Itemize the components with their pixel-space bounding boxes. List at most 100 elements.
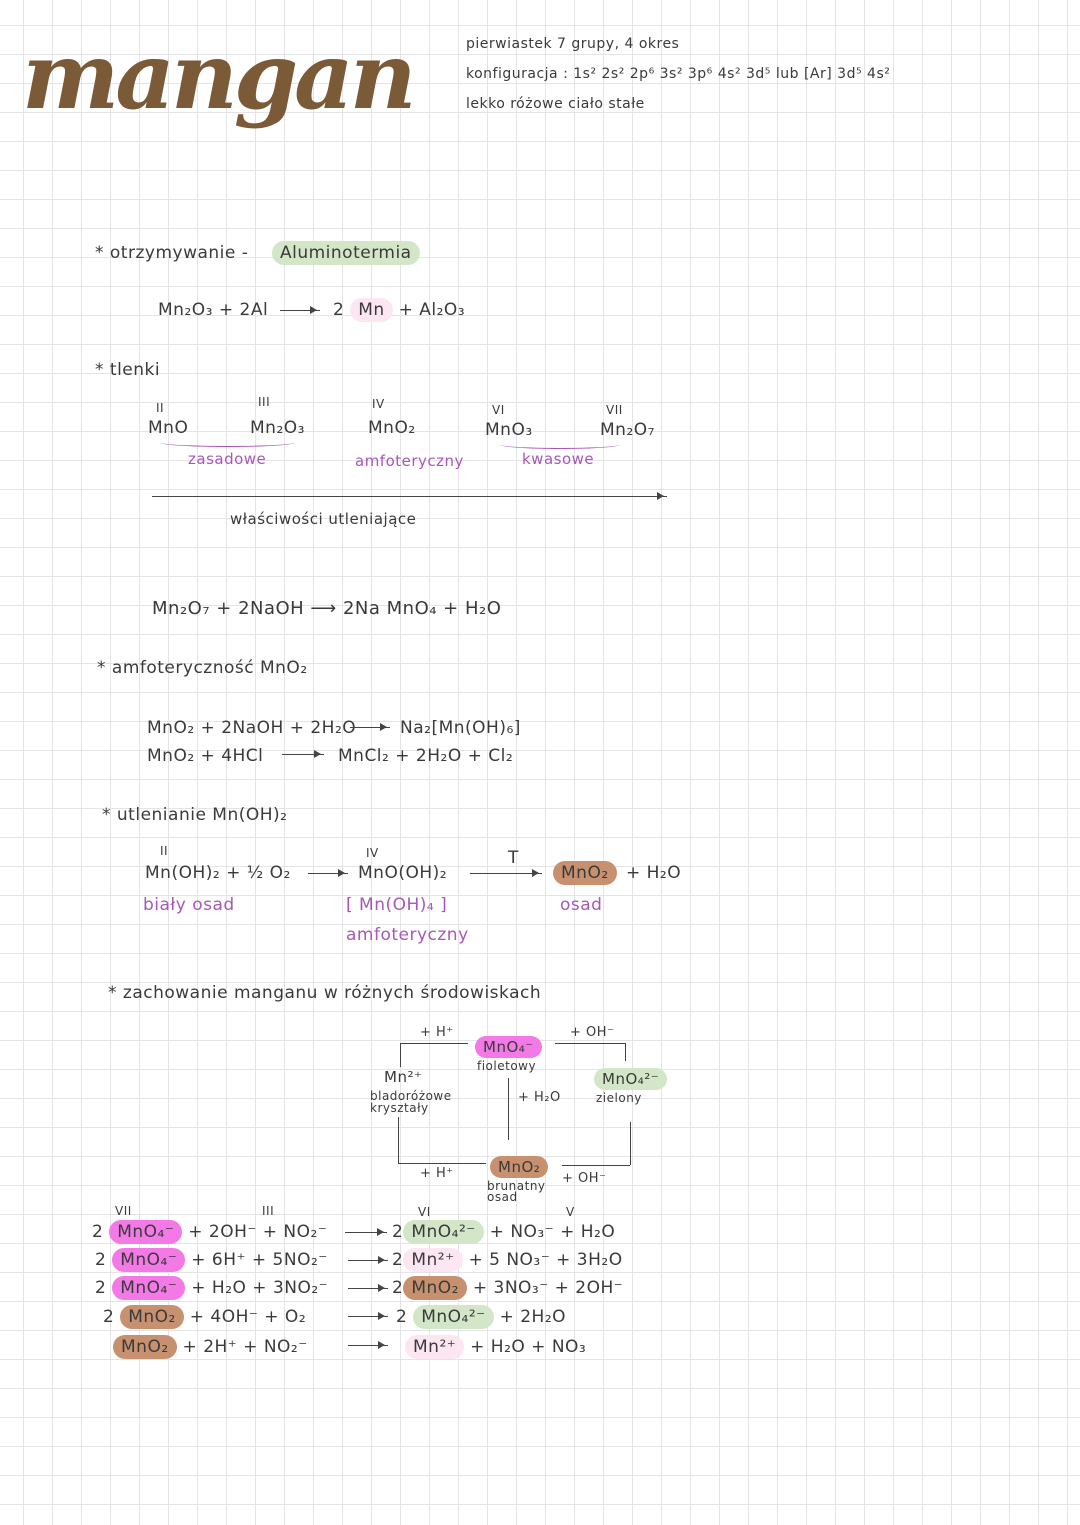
oxidation-state: VI <box>492 403 505 417</box>
arrow-icon <box>348 1256 388 1264</box>
equation: Mn₂O₇ + 2NaOH ⟶ 2Na MnO₄ + H₂O <box>152 598 502 619</box>
color-label: bladoróżowe kryształy <box>370 1089 452 1115</box>
line <box>555 1043 625 1044</box>
rest: + NO₃⁻ + H₂O <box>489 1222 616 1242</box>
brace <box>160 438 295 447</box>
oxidation-state: III <box>258 395 271 409</box>
temperature-label: T <box>508 848 519 868</box>
color-label: zielony <box>596 1091 642 1105</box>
arrow-icon <box>280 306 320 314</box>
reagent-label: + H⁺ <box>420 1166 454 1181</box>
mn2-label: Mn²⁺ <box>384 1068 423 1086</box>
reactant: Mn(OH)₂ + ½ O₂ <box>145 863 291 883</box>
line <box>508 1078 509 1140</box>
rest: + H₂O + NO₃ <box>470 1337 587 1357</box>
line <box>398 1117 399 1163</box>
note: osad <box>560 895 603 915</box>
label-zasadowe: zasadowe <box>188 450 267 468</box>
rest: + 3NO₃⁻ + 2OH⁻ <box>472 1278 624 1298</box>
reaction-right: Mn²⁺ + H₂O + NO₃ <box>405 1335 587 1359</box>
oxide: Mn₂O₇ <box>600 420 655 440</box>
rest: + 2H⁺ + NO₂⁻ <box>182 1337 308 1357</box>
section-heading: * utlenianie Mn(OH)₂ <box>102 805 288 825</box>
reactant-highlight: MnO₄⁻ <box>112 1248 186 1272</box>
arrow-icon <box>348 1341 388 1349</box>
intermediate: MnO(OH)₂ <box>358 863 448 883</box>
equation-left: MnO₂ + 4HCl <box>147 746 264 766</box>
oxide: MnO₂ <box>368 418 416 438</box>
coef: 2 <box>392 1250 404 1270</box>
reactant-highlight: MnO₄⁻ <box>109 1220 183 1244</box>
reaction-left: MnO₂ + 2H⁺ + NO₂⁻ <box>113 1335 308 1359</box>
oxidation-state: II <box>156 401 165 415</box>
rest: + H₂O + 3NO₂⁻ <box>191 1278 329 1298</box>
mn-highlight: Mn <box>350 298 393 322</box>
product-highlight: Mn²⁺ <box>405 1335 465 1359</box>
coef: 2 <box>396 1307 408 1327</box>
reagent-label: + H⁺ <box>420 1025 454 1040</box>
reagent-label: + H₂O <box>518 1090 561 1105</box>
color-label: brunatny osad <box>487 1179 546 1204</box>
section-heading: * otrzymywanie - <box>95 243 249 263</box>
equation-left: MnO₂ + 2NaOH + 2H₂O <box>147 718 357 738</box>
arrow-icon <box>348 1312 388 1320</box>
label-kwasowe: kwasowe <box>522 450 595 468</box>
reagent-label: + OH⁻ <box>562 1171 607 1186</box>
reaction-left: 2 MnO₄⁻ + 2OH⁻ + NO₂⁻ <box>92 1220 328 1244</box>
oxide: MnO₃ <box>485 420 533 440</box>
permanganate-highlight: MnO₄⁻ <box>475 1036 542 1058</box>
info-line: lekko różowe ciało stałe <box>466 96 645 112</box>
coef: 2 <box>103 1307 115 1327</box>
rest: + 6H⁺ + 5NO₂⁻ <box>191 1250 328 1270</box>
manganate-highlight: MnO₄²⁻ <box>594 1068 668 1090</box>
oxidation-state: IV <box>372 397 385 411</box>
reaction-right: 2 MnO₄²⁻ + 2H₂O <box>396 1305 566 1329</box>
coef: 2 <box>95 1278 107 1298</box>
arrow-icon <box>152 492 667 500</box>
oxidation-state: VI <box>418 1205 431 1219</box>
oxidation-state: V <box>566 1205 575 1219</box>
label-amfoteryczny: amfoteryczny <box>355 452 464 470</box>
section-heading: * zachowanie manganu w różnych środowisk… <box>108 983 542 1003</box>
coef: 2 <box>392 1278 404 1298</box>
note: amfoteryczny <box>346 925 469 945</box>
equation-right: 2 Mn + Al₂O₃ <box>333 298 466 322</box>
reactant-highlight: MnO₄⁻ <box>112 1276 186 1300</box>
method-label: Aluminotermia <box>272 241 420 265</box>
line <box>630 1122 631 1165</box>
reactant-highlight: MnO₂ <box>113 1335 177 1359</box>
coef: 2 <box>392 1222 404 1242</box>
equation-right: MnCl₂ + 2H₂O + Cl₂ <box>338 746 514 766</box>
reaction-left: 2 MnO₄⁻ + 6H⁺ + 5NO₂⁻ <box>95 1248 328 1272</box>
rest: + 4OH⁻ + O₂ <box>189 1307 307 1327</box>
reaction-left: 2 MnO₂ + 4OH⁻ + O₂ <box>103 1305 307 1329</box>
line <box>562 1165 630 1166</box>
section-heading: * tlenki <box>95 360 161 380</box>
coef: 2 <box>333 300 345 320</box>
coef: 2 <box>92 1222 104 1242</box>
reagent-label: + OH⁻ <box>570 1025 615 1040</box>
oxidation-state: II <box>160 844 169 858</box>
mno2-highlight: MnO₂ <box>490 1156 549 1178</box>
oxidation-state: VII <box>115 1204 132 1218</box>
color-label: fioletowy <box>477 1059 537 1073</box>
oxide: Mn₂O₃ <box>250 418 305 438</box>
product-highlight: MnO₄²⁻ <box>413 1305 494 1329</box>
rest: + 5 NO₃⁻ + 3H₂O <box>468 1250 623 1270</box>
brace <box>500 440 620 449</box>
reactant-highlight: MnO₂ <box>120 1305 184 1329</box>
rest: + 2OH⁻ + NO₂⁻ <box>188 1222 328 1242</box>
note: [ Mn(OH)₄ ] <box>346 895 448 915</box>
arrow-icon <box>350 723 390 731</box>
arrow-icon <box>345 1228 387 1236</box>
product-highlight: MnO₂ <box>553 861 617 885</box>
line <box>400 1043 401 1067</box>
product-highlight: MnO₂ <box>403 1276 467 1300</box>
line <box>625 1043 626 1061</box>
rest: + Al₂O₃ <box>398 300 466 320</box>
page-title: mangan <box>22 22 417 130</box>
arrow-icon <box>348 1284 388 1292</box>
arrow-icon <box>282 750 324 758</box>
